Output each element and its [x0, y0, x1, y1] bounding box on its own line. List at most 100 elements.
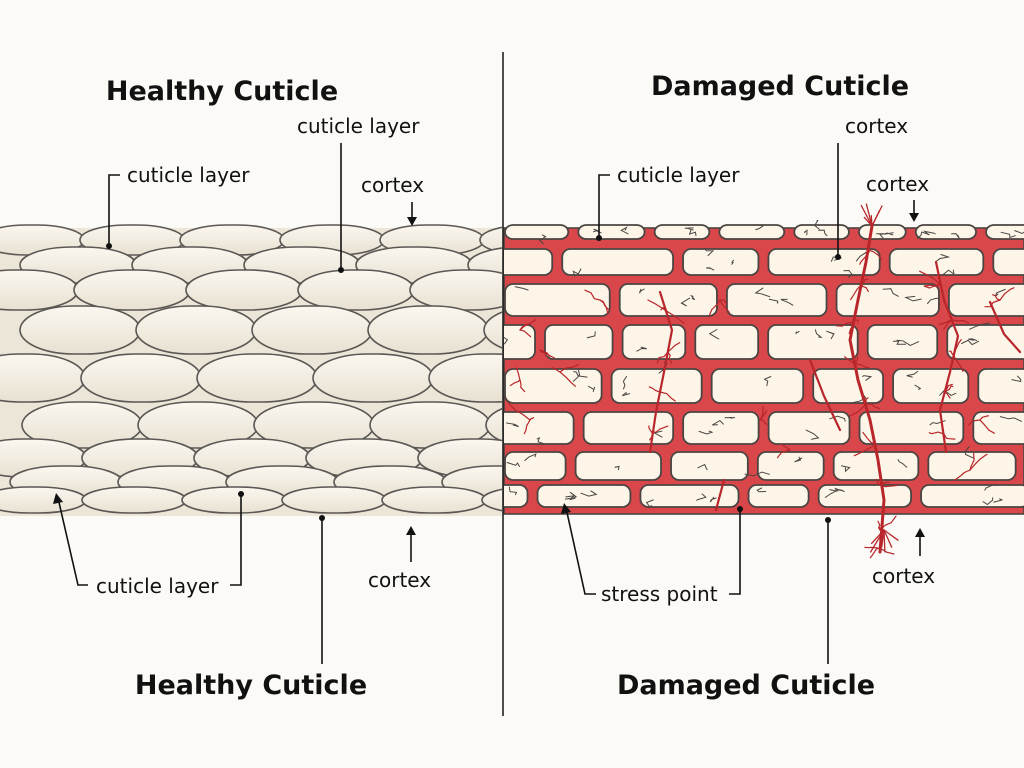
- plate-crack: [943, 269, 955, 276]
- plate-crack: [763, 376, 772, 387]
- red-crack-branch: [509, 379, 521, 387]
- plate-crack: [622, 376, 627, 390]
- plate-crack: [614, 465, 620, 471]
- red-crack-branch: [584, 289, 601, 301]
- damaged-panel: [503, 203, 1024, 559]
- plate-crack: [508, 486, 518, 496]
- plate-crack: [586, 331, 596, 339]
- red-crack-branch: [656, 351, 669, 364]
- plate-crack: [706, 267, 715, 271]
- plate-crack: [569, 491, 578, 501]
- damaged-arrow-stress: [561, 503, 571, 514]
- red-crack-branch: [943, 433, 956, 440]
- plate-crack: [780, 298, 794, 306]
- healthy-title-bottom: Healthy Cuticle: [135, 670, 367, 701]
- plate-crack: [709, 496, 717, 503]
- red-crack-trunk: [808, 358, 842, 432]
- healthy-dot-bottom: [319, 515, 325, 521]
- healthy-scale: [312, 353, 434, 403]
- red-crack-branch: [659, 391, 676, 402]
- plate-crack: [506, 422, 519, 428]
- plate-crack: [636, 346, 647, 352]
- plate-crack: [961, 339, 980, 346]
- damaged-plate: [561, 248, 674, 276]
- red-crack-trunk: [714, 478, 726, 512]
- damaged-plate: [577, 224, 646, 240]
- healthy-leader-cuticle-lower-b: [230, 496, 242, 586]
- healthy-label-cuticle-layer-upper-right: cuticle layer: [297, 114, 420, 138]
- plate-crack: [826, 330, 835, 340]
- plate-crack: [592, 228, 602, 234]
- damaged-plate: [972, 411, 1024, 445]
- red-crack-branch: [853, 319, 859, 324]
- red-crack-branch: [719, 299, 728, 305]
- red-crack-branch: [879, 515, 897, 531]
- red-crack-branch: [969, 453, 988, 471]
- plate-crack: [829, 487, 845, 492]
- damaged-label-cuticle-layer: cuticle layer: [617, 163, 740, 187]
- red-crack-branch: [667, 342, 681, 353]
- red-crack-branch: [867, 249, 883, 261]
- damaged-plate: [574, 451, 662, 481]
- red-crack-branch: [759, 406, 764, 421]
- plate-crack: [922, 230, 936, 236]
- red-crack-fan: [881, 529, 885, 548]
- plate-crack: [994, 288, 1006, 297]
- red-crack-branch: [953, 469, 971, 482]
- red-crack-branch: [951, 319, 970, 324]
- healthy-scale: [483, 311, 502, 349]
- healthy-label-cuticle-layer-lower: cuticle layer: [96, 574, 219, 598]
- plate-crack: [712, 419, 724, 426]
- plate-crack: [755, 224, 764, 231]
- healthy-scale: [381, 486, 487, 514]
- red-crack-trunk: [848, 224, 886, 554]
- red-crack-branch: [992, 294, 1001, 301]
- red-crack-branch: [853, 443, 877, 457]
- plate-crack: [999, 416, 1022, 422]
- red-crack-branch: [850, 283, 863, 301]
- plate-crack: [964, 446, 975, 459]
- red-crack-branch: [776, 449, 791, 459]
- damaged-plate: [914, 224, 977, 240]
- healthy-arrow-cortex-upper: [407, 217, 417, 226]
- red-crack-branch: [943, 391, 951, 399]
- plate-crack: [906, 370, 919, 378]
- plate-crack: [892, 340, 906, 345]
- plate-crack: [939, 389, 957, 396]
- damaged-plate: [866, 324, 939, 360]
- plate-crack: [514, 286, 529, 291]
- red-crack-branch: [968, 419, 981, 426]
- plate-crack: [696, 493, 707, 501]
- damaged-plate: [682, 411, 760, 445]
- damaged-plate: [621, 324, 687, 360]
- red-crack-branch: [864, 546, 879, 549]
- healthy-label-cortex-upper: cortex: [361, 173, 424, 197]
- red-crack-branch: [919, 270, 941, 285]
- healthy-scale: [409, 269, 502, 311]
- red-crack-trunk: [988, 300, 1022, 354]
- plate-crack: [697, 463, 708, 470]
- red-crack-branch: [953, 339, 962, 357]
- red-crack-branch: [867, 249, 870, 253]
- damaged-dot-cortex-top: [835, 254, 841, 260]
- damaged-plate: [544, 324, 614, 360]
- plate-crack: [896, 339, 920, 346]
- plate-crack: [1011, 375, 1022, 383]
- plate-crack: [705, 248, 715, 256]
- damaged-leader-cuticle-layer: [598, 174, 610, 236]
- damaged-plate: [835, 283, 940, 317]
- plate-crack: [805, 429, 820, 440]
- healthy-scale: [73, 269, 191, 311]
- red-crack-branch: [519, 319, 537, 331]
- damaged-plate: [793, 224, 850, 240]
- red-crack-branch: [875, 478, 883, 487]
- plate-crack: [951, 233, 960, 239]
- red-crack-branch: [865, 403, 881, 410]
- red-crack-branch: [938, 319, 953, 325]
- red-crack-branch: [649, 431, 654, 441]
- plate-crack: [968, 338, 978, 341]
- damaged-plate: [756, 451, 825, 481]
- damaged-plate: [726, 283, 828, 317]
- red-crack-fan: [883, 529, 893, 548]
- plate-crack: [794, 456, 803, 463]
